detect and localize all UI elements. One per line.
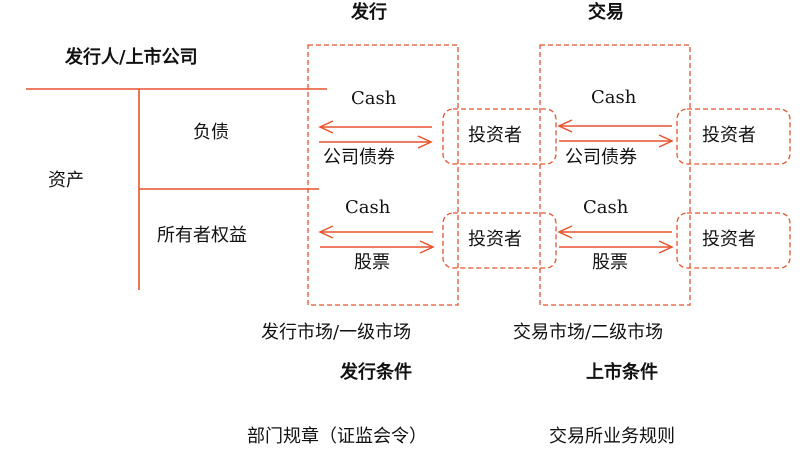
primary-market-box [307, 44, 459, 306]
flow-label-bond: 公司债券 [565, 147, 637, 168]
flow-label-stock: 股票 [354, 252, 390, 273]
flow-label-cash: Cash [583, 197, 629, 218]
trading-header: 交易 [588, 2, 624, 23]
investor-label: 投资者 [468, 125, 522, 146]
secondary-market-box [539, 44, 691, 306]
flow-label-bond: 公司债券 [323, 147, 395, 168]
flow-label-cash: Cash [351, 88, 397, 109]
liabilities-label: 负债 [193, 122, 229, 143]
issuance-conditions-label: 发行条件 [340, 362, 412, 383]
investor-label: 投资者 [702, 229, 756, 250]
arrow-cash-trading-equity [557, 225, 672, 239]
assets-label: 资产 [48, 170, 84, 191]
secondary-rules-label: 交易所业务规则 [549, 426, 675, 447]
issuer-title: 发行人/上市公司 [65, 47, 198, 68]
flow-label-cash: Cash [591, 87, 637, 108]
listing-conditions-label: 上市条件 [586, 362, 658, 383]
equity-label: 所有者权益 [157, 225, 247, 246]
arrow-cash-to-issuer-equity [318, 225, 433, 239]
flow-label-stock: 股票 [592, 252, 628, 273]
investor-label: 投资者 [702, 125, 756, 146]
arrow-bond-trading [559, 134, 674, 148]
arrow-cash-trading-debt [557, 119, 672, 133]
arrow-cash-to-issuer-debt [318, 120, 432, 134]
investor-label: 投资者 [468, 229, 522, 250]
arrow-stock-trading [559, 240, 674, 254]
secondary-market-label: 交易市场/二级市场 [513, 322, 664, 343]
primary-rules-label: 部门规章（证监会令） [247, 426, 427, 447]
issuance-header: 发行 [351, 2, 387, 23]
arrow-bond-to-investor [319, 135, 433, 149]
flow-label-cash: Cash [345, 197, 391, 218]
arrow-stock-to-investor [320, 240, 435, 254]
primary-market-label: 发行市场/一级市场 [261, 322, 412, 343]
